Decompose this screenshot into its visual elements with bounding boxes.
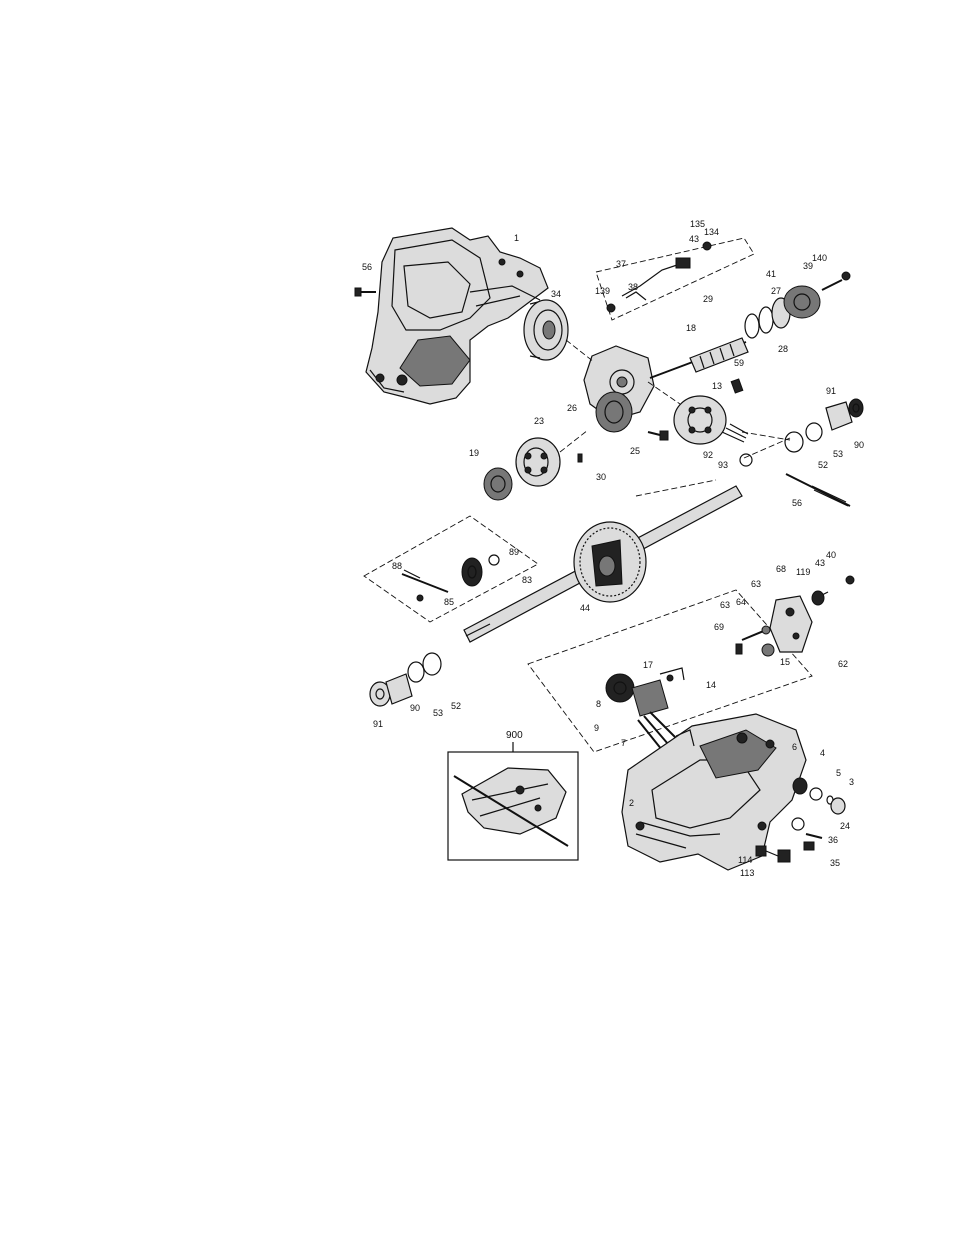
ring-gear [574, 522, 646, 602]
pin-parts [578, 431, 668, 462]
part-label: 139 [595, 286, 610, 296]
part-label: 69 [714, 622, 724, 632]
part-label: 41 [766, 269, 776, 279]
part-label: 119 [796, 567, 810, 577]
part-label: 90 [410, 703, 420, 713]
drain-fittings [756, 846, 790, 862]
part-label: 9 [594, 723, 599, 733]
part-label: 85 [444, 597, 454, 607]
part-label: 1 [514, 233, 519, 243]
part-label: 135 [690, 219, 705, 229]
part-label: 35 [830, 858, 840, 868]
part-label: 88 [392, 561, 402, 571]
part-label: 91 [373, 719, 383, 729]
part-label: 56 [362, 262, 372, 272]
seal-stack [745, 272, 850, 338]
part-label: 83 [522, 575, 532, 585]
part-label: 91 [826, 386, 836, 396]
part-label: 7 [621, 738, 626, 748]
part-label: 90 [854, 440, 864, 450]
part-label: 19 [469, 448, 479, 458]
part-label: 38 [628, 282, 638, 292]
part-label: 52 [818, 460, 828, 470]
part-label: 30 [596, 472, 606, 482]
part-label: 34 [551, 289, 561, 299]
brake-parts [606, 668, 684, 750]
part-label: 8 [596, 699, 601, 709]
part-label: 93 [718, 460, 728, 470]
part-label: 64 [736, 597, 746, 607]
part-label: 52 [451, 701, 461, 711]
part-label: 36 [828, 835, 838, 845]
part-label: 37 [616, 259, 626, 269]
part-label: 68 [776, 564, 786, 574]
part-label: 26 [567, 403, 577, 413]
upper-housing [366, 228, 548, 404]
part-label: 59 [734, 358, 744, 368]
part-label: 5 [836, 768, 841, 778]
part-label: 6 [792, 742, 797, 752]
pulley-part [524, 300, 568, 360]
part-label: 134 [704, 227, 719, 237]
part-label: 24 [840, 821, 850, 831]
part-label: 23 [534, 416, 544, 426]
part-label: 2 [629, 798, 634, 808]
part-label: 113 [740, 868, 754, 878]
part-label: 3 [849, 777, 854, 787]
part-label: 114 [738, 855, 752, 865]
part-label: 44 [580, 603, 590, 613]
part-label: 28 [778, 344, 788, 354]
part-label: 4 [820, 748, 825, 758]
pump-housing [584, 346, 654, 432]
assembly-box-37 [596, 238, 754, 320]
part-label: 63 [720, 600, 730, 610]
part-label: 18 [686, 323, 696, 333]
part-label: 27 [771, 286, 781, 296]
part-label: 56 [792, 498, 802, 508]
left-bearings [370, 653, 441, 706]
part-label: 43 [815, 558, 825, 568]
cylinder-block-upper [674, 396, 748, 444]
bolt-part [355, 288, 376, 296]
part-label: 17 [643, 660, 653, 670]
part-label: 29 [703, 294, 713, 304]
part-label: 14 [706, 680, 716, 690]
right-bearings [740, 399, 863, 506]
part-label: 15 [780, 657, 790, 667]
part-label: 53 [833, 449, 843, 459]
assembled-view-inset: 900 [448, 730, 578, 860]
part-label: 40 [826, 550, 836, 560]
part-label: 63 [751, 579, 761, 589]
brake-assembly [528, 576, 854, 752]
lower-housing [622, 714, 806, 870]
part-label: 62 [838, 659, 848, 669]
part-label: 13 [712, 381, 722, 391]
part-label: 140 [812, 253, 827, 263]
cylinder-block-lower [484, 438, 560, 500]
part-label: 53 [433, 708, 443, 718]
part-label: 25 [630, 446, 640, 456]
part-label: 92 [703, 450, 713, 460]
inset-label: 900 [506, 730, 523, 741]
part-label: 43 [689, 234, 699, 244]
part-label: 89 [509, 547, 519, 557]
